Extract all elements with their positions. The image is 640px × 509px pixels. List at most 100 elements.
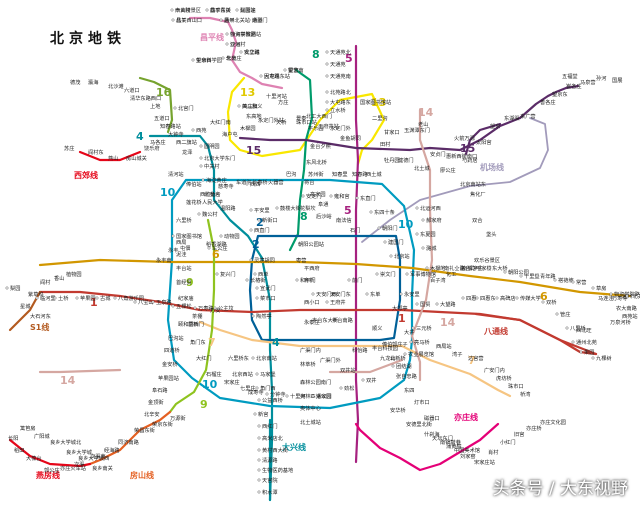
station-dot xyxy=(151,300,155,304)
station-label: 北京大学东门 xyxy=(204,154,235,162)
station-dot xyxy=(471,266,475,270)
station-label: 双井 xyxy=(366,376,376,384)
station-label: 芍药居 xyxy=(462,156,478,164)
station-label: 望京南 xyxy=(288,66,304,74)
station-dot xyxy=(53,296,57,300)
station-label: 玉渊潭东门 xyxy=(404,126,430,134)
station-dot xyxy=(311,292,315,296)
station-label: 草桥 xyxy=(188,320,199,328)
line-label: 燕房线 xyxy=(36,470,60,480)
station-label: 牡丹园 xyxy=(384,156,400,164)
station-label: 魏公村 xyxy=(202,210,218,218)
line-label: 6 xyxy=(212,248,220,261)
station-dot xyxy=(235,8,239,12)
station-label: 西小口 xyxy=(304,298,320,306)
station-label: 草房 xyxy=(596,284,606,292)
station-label: 公主坟 xyxy=(218,304,234,312)
station-label: 王府井 xyxy=(330,298,346,306)
station-label: 长春桥 xyxy=(252,178,268,186)
station-label: 孙河 xyxy=(596,74,606,82)
station-label: 泥洼 xyxy=(176,250,186,258)
station-label: 大郊亭 xyxy=(392,304,408,312)
station-label: 安华桥 xyxy=(390,406,406,414)
line-label: 2 xyxy=(252,238,260,251)
station-dot xyxy=(173,106,177,110)
station-label: 达官营 xyxy=(468,354,484,362)
line-label: 14 xyxy=(60,374,76,387)
station-dot xyxy=(95,296,99,300)
station-label: 后沙峪 xyxy=(316,212,332,220)
station-label: 车公庄 xyxy=(212,244,228,252)
station-label: 篱笆房 xyxy=(20,424,36,432)
station-dot xyxy=(325,292,329,296)
station-label: 五道口 xyxy=(154,114,170,122)
station-label: 珠市口 xyxy=(508,382,524,390)
station-label: 良乡大学城 xyxy=(66,448,93,456)
station-label: 苏庄 xyxy=(64,144,74,152)
station-label: 稻田 xyxy=(14,446,24,454)
station-label: 北辛安 xyxy=(144,410,160,418)
station-label: 阜石路 xyxy=(152,386,168,394)
line-changping-route xyxy=(188,16,284,90)
station-dot xyxy=(259,74,263,78)
station-label: 东风北桥 xyxy=(306,158,328,166)
station-label: 望京西 xyxy=(196,56,212,64)
station-dot xyxy=(403,352,407,356)
station-dot xyxy=(237,104,241,108)
station-label: 九棵树 xyxy=(596,354,612,362)
line-label: 13 xyxy=(371,96,386,109)
station-label: 马各庄 xyxy=(150,138,166,146)
station-label: 北运河西 xyxy=(420,204,441,212)
station-label: 奥林匹克公园 xyxy=(300,392,331,400)
station-label: 东夏园 xyxy=(420,230,436,238)
station-dot xyxy=(245,278,249,282)
station-label: 莲花桥 xyxy=(186,198,202,206)
station-dot xyxy=(415,206,419,210)
station-dot xyxy=(171,304,175,308)
station-label: 北土城 xyxy=(414,164,430,172)
station-label: 褡裢坡 xyxy=(558,276,574,284)
station-dot xyxy=(257,436,261,440)
watermark: 头条号 / 大东视野 xyxy=(492,479,628,499)
station-dot xyxy=(255,372,259,376)
station-label: 西黄村 xyxy=(175,6,191,14)
station-label: 青年路 xyxy=(540,272,556,280)
station-label: 国家图书馆站 xyxy=(360,98,391,106)
station-dot xyxy=(439,266,443,270)
station-label: 林萃桥 xyxy=(300,360,316,368)
line-label: 八通线 xyxy=(483,326,508,336)
station-label: 果园 xyxy=(584,349,594,356)
line-label: 1 xyxy=(90,296,98,309)
station-label: 欢乐谷景区 xyxy=(474,256,500,264)
station-dot xyxy=(201,178,205,182)
station-label: 海淀黄庄 xyxy=(206,176,227,184)
line-label: 9 xyxy=(200,398,208,411)
station-label: 西苑 xyxy=(196,126,206,134)
station-label: 南邵 xyxy=(252,16,262,24)
station-label: 北苑路北 xyxy=(330,88,352,96)
station-label: 郭庄子 xyxy=(392,340,408,348)
station-dot xyxy=(553,278,557,282)
station-label: 北京西站 xyxy=(232,370,253,378)
station-label: 甘家口 xyxy=(384,128,400,136)
station-label: 瀛海 xyxy=(88,78,98,86)
line-l16-route xyxy=(138,76,174,134)
station-label: 天通苑 xyxy=(330,60,346,68)
station-label: 植物园 xyxy=(66,270,82,278)
station-label: 东湖渠 xyxy=(504,114,520,122)
station-label: 郭公庄 xyxy=(44,466,60,474)
station-label: 北工大西门 xyxy=(306,112,332,120)
station-label: 十里河 xyxy=(290,392,306,400)
station-label: 西局站 xyxy=(436,342,452,350)
station-label: 六里桥 xyxy=(176,216,192,224)
line-l5-route xyxy=(354,44,360,464)
station-label: 金鱼胡同 xyxy=(340,134,361,142)
station-label: 霍营 xyxy=(288,66,298,74)
station-label: 国家图书馆 xyxy=(176,232,202,240)
station-dot xyxy=(205,8,209,12)
station-dot xyxy=(249,258,253,262)
station-label: 亦庄火车站 xyxy=(60,464,86,472)
station-label: 同济南路 xyxy=(118,438,140,446)
station-label: 虎坊桥 xyxy=(496,374,512,382)
station-label: 人民大学 xyxy=(202,198,223,206)
